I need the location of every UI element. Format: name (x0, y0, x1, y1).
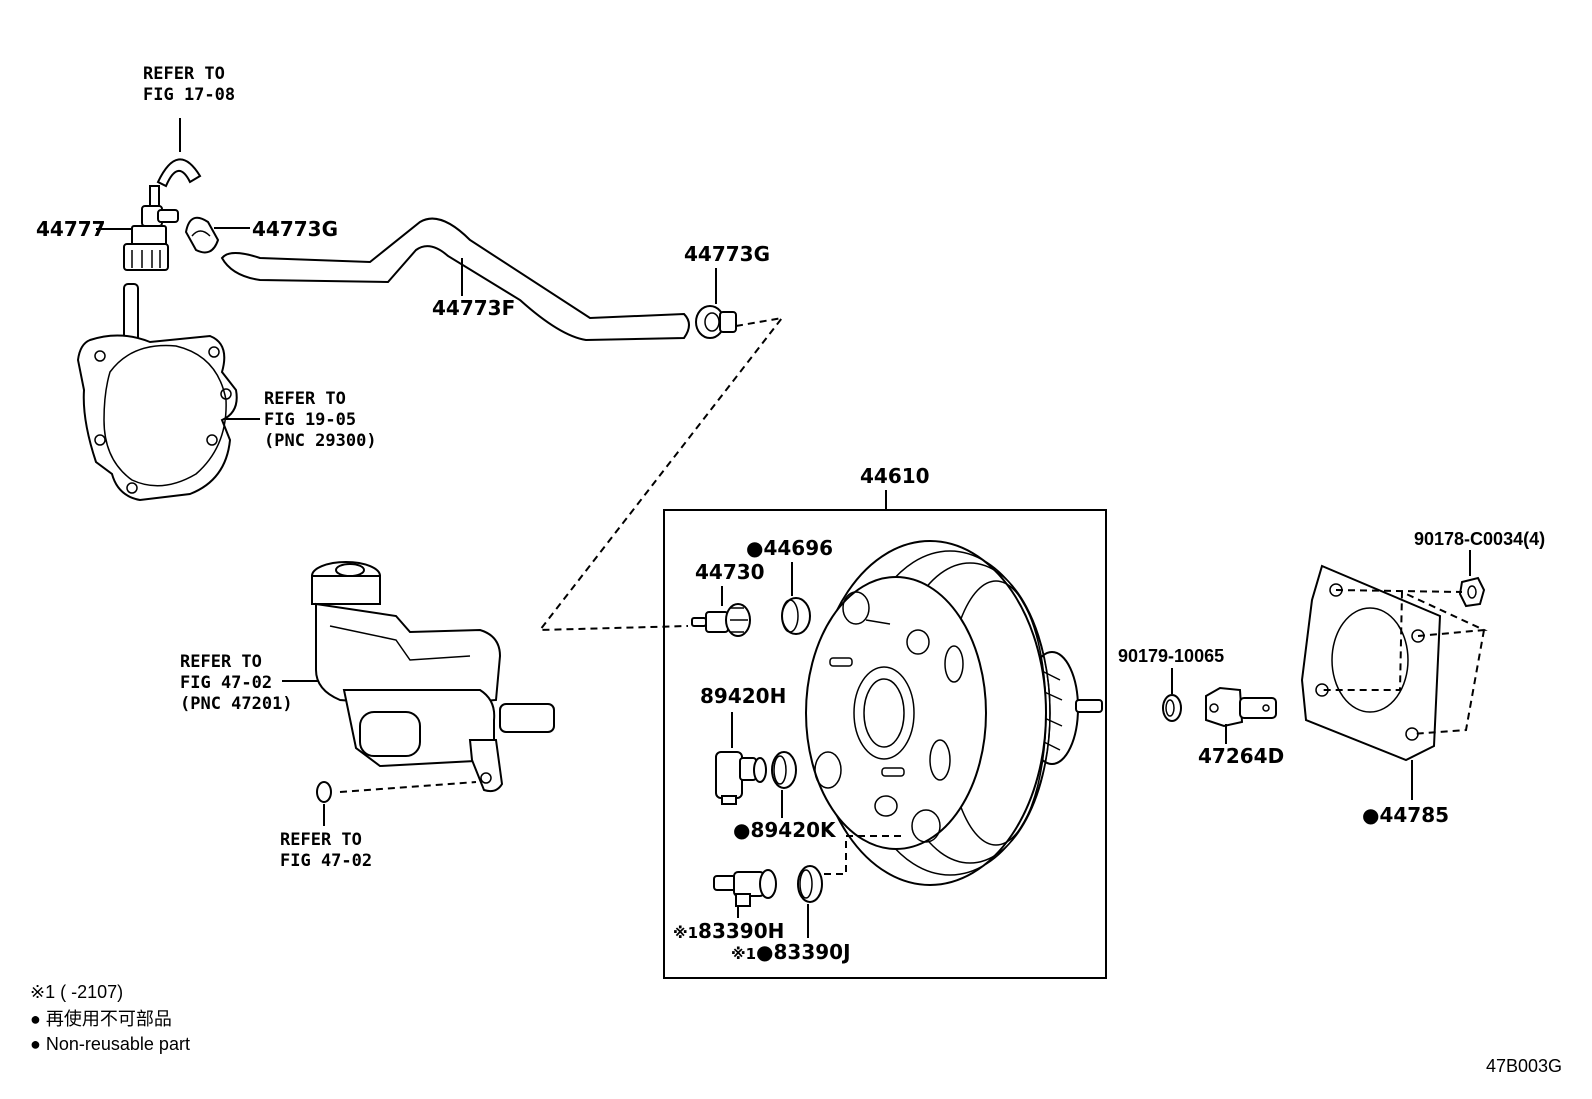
ref-text-line1: REFER TO (143, 64, 225, 84)
label-44773G-lower[interactable]: 44773G (684, 242, 770, 304)
check-valve-44777-drawing (123, 185, 179, 345)
label-44696[interactable]: ●44696 (746, 536, 833, 596)
vacuum-hose-44773F-drawing (220, 217, 690, 342)
connection-dashed-line (537, 316, 785, 632)
legend: ※1 ( -2107) ● 再使用不可部品 ● Non-reusable par… (30, 982, 190, 1054)
part-number-44773F: 44773F (432, 296, 515, 320)
vacuum-pump-drawing (76, 334, 238, 502)
ref-text-line3: (PNC 29300) (264, 431, 377, 451)
booster-assembly-frame (663, 509, 1107, 979)
grommet-89420K-drawing (771, 751, 797, 789)
grommet-83390J-drawing (797, 835, 906, 903)
nut-90178-drawing (1458, 576, 1486, 608)
label-83390J[interactable]: ※1●83390J (731, 904, 851, 964)
ref-text-line2: FIG 19-05 (264, 410, 356, 430)
figure-code: 47B003G (1486, 1056, 1562, 1076)
part-number-44773G: 44773G (684, 242, 770, 266)
label-89420H[interactable]: 89420H (700, 684, 786, 748)
ref-text-line2: FIG 47-02 (280, 851, 372, 871)
ref-text-line1: REFER TO (180, 652, 262, 672)
legend-note-1: ※1 ( -2107) (30, 982, 123, 1002)
bracket-47264D-drawing (1205, 686, 1277, 728)
check-valve-44730-drawing (691, 603, 751, 637)
refer-fig-17-08-callout[interactable]: REFER TO FIG 17-08 (143, 64, 235, 152)
label-44773F[interactable]: 44773F (432, 258, 515, 320)
part-number-44696: ●44696 (746, 536, 833, 560)
part-number-44730: 44730 (695, 560, 765, 584)
legend-nonreusable-en: ● Non-reusable part (30, 1034, 190, 1054)
ref-text-line1: REFER TO (264, 389, 346, 409)
part-number-47264D: 47264D (1198, 744, 1284, 768)
label-44773G-upper[interactable]: 44773G (214, 217, 338, 241)
part-number-44610: 44610 (860, 464, 930, 488)
part-number-44773G: 44773G (252, 217, 338, 241)
label-47264D[interactable]: 47264D (1198, 724, 1284, 768)
label-83390H[interactable]: ※183390H (673, 906, 784, 943)
part-number-83390H: ※183390H (673, 919, 784, 943)
ref-text-line2: FIG 17-08 (143, 85, 235, 105)
pressure-sensor-89420H-drawing (715, 751, 767, 805)
nut-90179-drawing (1162, 694, 1182, 722)
brake-booster-drawing (805, 540, 1103, 886)
label-44730[interactable]: 44730 (695, 560, 765, 606)
refer-fig-47-02-pnc-callout[interactable]: REFER TO FIG 47-02 (PNC 47201) (180, 652, 318, 714)
label-44785[interactable]: ●44785 (1362, 760, 1449, 827)
gasket-44785-drawing (1300, 564, 1488, 762)
label-44777[interactable]: 44777 (36, 217, 132, 241)
upper-hose-segment (156, 158, 202, 188)
grommet-44696-drawing (781, 597, 811, 635)
master-cylinder-drawing (311, 561, 555, 793)
refer-fig-47-02-callout[interactable]: REFER TO FIG 47-02 (280, 804, 372, 871)
ref-text-line2: FIG 47-02 (180, 673, 272, 693)
part-number-44777: 44777 (36, 217, 106, 241)
clamp-44773G-upper-drawing (184, 216, 220, 254)
ref-text-line3: (PNC 47201) (180, 694, 293, 714)
grommet-master-cylinder (316, 781, 477, 803)
legend-nonreusable-jp: ● 再使用不可部品 (30, 1009, 172, 1029)
label-89420K[interactable]: ●89420K (733, 790, 837, 842)
refer-fig-19-05-callout[interactable]: REFER TO FIG 19-05 (PNC 29300) (226, 389, 377, 451)
ref-text-line1: REFER TO (280, 830, 362, 850)
clamp-44773G-lower-drawing (695, 305, 737, 339)
part-number-89420H: 89420H (700, 684, 786, 708)
label-90179[interactable]: 90179-10065 (1118, 646, 1224, 694)
part-number-90179: 90179-10065 (1118, 646, 1224, 666)
part-number-90178: 90178-C0034(4) (1414, 529, 1545, 549)
part-number-83390J: ※1●83390J (731, 940, 851, 964)
label-44610[interactable]: 44610 (860, 464, 930, 510)
part-number-44785: ●44785 (1362, 803, 1449, 827)
vacuum-sensor-83390H-drawing (713, 869, 777, 907)
part-number-89420K: ●89420K (733, 818, 837, 842)
label-90178[interactable]: 90178-C0034(4) (1414, 529, 1545, 576)
